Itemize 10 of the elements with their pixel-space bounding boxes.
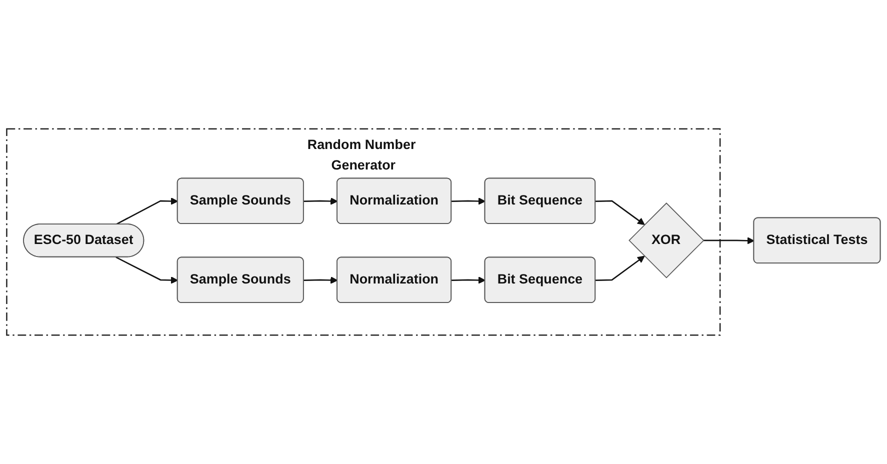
arrow <box>304 276 338 284</box>
arrow <box>452 197 486 205</box>
arrow <box>596 200 645 225</box>
arrow <box>596 256 645 281</box>
arrow <box>452 276 486 284</box>
arrow <box>116 256 178 284</box>
arrow <box>304 197 338 205</box>
node-diamond: XOR <box>628 202 704 278</box>
arrow <box>703 236 754 244</box>
arrow <box>116 197 178 226</box>
